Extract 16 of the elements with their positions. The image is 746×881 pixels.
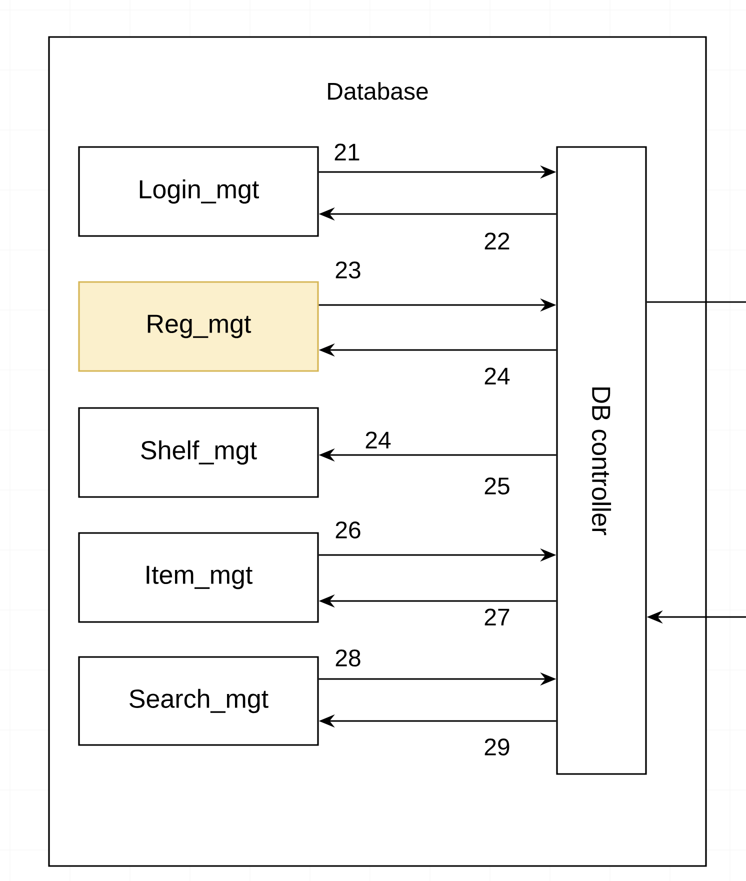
controller-box: DB controller	[556, 146, 647, 775]
edge-label: 27	[482, 608, 512, 626]
module-box: Search_mgt	[78, 656, 319, 746]
edge-label: 24	[364, 430, 392, 450]
edge-label: 29	[482, 738, 512, 756]
edge-label: 28	[334, 648, 362, 668]
edge-label: 23	[334, 260, 362, 280]
module-box: Login_mgt	[78, 146, 319, 237]
module-box: Item_mgt	[78, 532, 319, 623]
edge-label: 22	[482, 232, 512, 250]
signal-number: 25	[484, 478, 510, 494]
edge-label: 24	[482, 366, 512, 386]
module-box: Shelf_mgt	[78, 407, 319, 498]
edge-label: 26	[334, 520, 362, 540]
edge-label: 21	[332, 142, 362, 162]
module-box: Reg_mgt	[78, 281, 319, 372]
